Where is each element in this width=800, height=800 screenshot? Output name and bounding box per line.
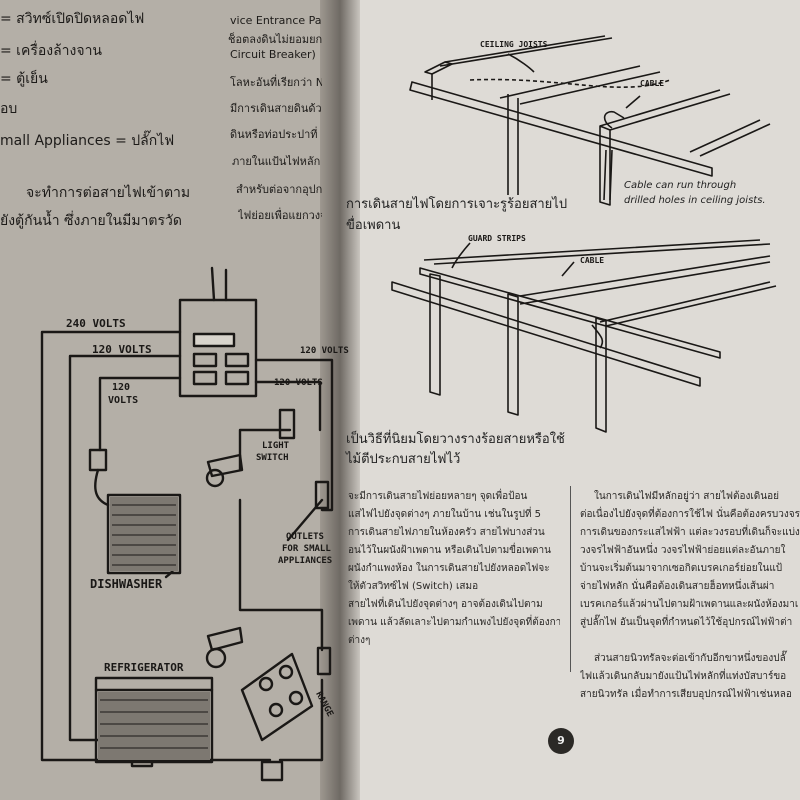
- caption-th: ไม้ตีประกบสายไฟไว้: [346, 452, 461, 467]
- text-line: สายนิวทรัล เมื่อทำการเสียบอุปกรณ์ไฟฟ้าเช…: [580, 689, 792, 700]
- text-line: การเดินของกระแสไฟฟ้า แต่ละวงรอบที่เดินก็…: [580, 527, 800, 538]
- paragraph-line: จะทำการต่อสายไฟเข้าตาม: [26, 185, 191, 201]
- label-120: 120: [112, 382, 131, 393]
- label-120-volts: 120 VOLTS: [300, 346, 349, 356]
- book-gutter: [320, 0, 360, 800]
- text-line: ให้ตัวสวิทซ์ไฟ (Switch) เสมอ: [348, 581, 479, 592]
- text-line: จ่ายไฟหลัก นั่นคือต้องเดินสายฮ็อทหนึ่งเส…: [580, 581, 775, 592]
- column-fragment: ช็อตลงดินไม่ยอมยกเมา: [228, 33, 322, 46]
- caption-th: ขื่อเพดาน: [346, 218, 401, 233]
- column-fragment: ภายในแป้นไฟหลัก: [232, 155, 321, 168]
- text-line: ส่วนสายนิวทรัลจะต่อเข้ากับอีกขาหนึ่งของป…: [594, 653, 786, 664]
- column-fragment: สำหรับต่อจากอุปกรณ์: [236, 183, 322, 196]
- label-120-volts: 120 VOLTS: [274, 378, 323, 388]
- page-number: 9: [548, 728, 574, 754]
- label-guard-strips: GUARD STRIPS: [468, 234, 526, 243]
- text-line: ต่อเนื่องไปยังจุดที่ต้องการใช้ไฟ นั่นคือ…: [580, 509, 800, 520]
- label-120-volts: 120 VOLTS: [92, 343, 152, 356]
- text-line: จะมีการเดินสายไฟย่อยหลายๆ จุดเพื่อป้อน: [348, 491, 528, 502]
- text-line: บ้านจะเริ่มต้นมาจากเซอกิตเบรคเกอร์ย่อยใน…: [580, 563, 783, 574]
- list-item: อบ: [0, 101, 18, 117]
- text-line: ไฟแล้วเดินกลับมายังแป้นไฟหลักที่แท่งบัสบ…: [580, 671, 787, 682]
- column-fragment: Circuit Breaker): [230, 48, 316, 61]
- text-line: เบรคเกอร์แล้วผ่านไปตามฝ้าเพดานและผนังห้อ…: [580, 599, 799, 610]
- label-ceiling-joists: CEILING JOISTS: [480, 40, 548, 49]
- label-volts: VOLTS: [108, 395, 139, 406]
- label-outlets: FOR SMALL: [282, 544, 331, 554]
- column-fragment: ไฟย่อยเพื่อแยกวงจร: [238, 209, 322, 222]
- list-item: = ตู้เย็น: [0, 71, 48, 87]
- label-cable: CABLE: [580, 256, 605, 265]
- text-line: อนไว้ในผนังฝ้าเพดาน หรือเดินไปตามขื่อเพด…: [348, 545, 551, 556]
- caption-th: เป็นวิธีที่นิยมโดยวางรางร้อยสายหรือใช้: [346, 432, 565, 447]
- label-outlets: APPLIANCES: [278, 556, 333, 566]
- text-line: ผนังกำแพงห้อง ในการเดินสายไปยังหลอดไฟจะ: [348, 563, 550, 574]
- paragraph-line: ยังตู้กันน้ำ ซึ่งภายในมีมาตรวัด: [0, 213, 182, 229]
- text-line: สายไฟที่เดินไปยังจุดต่างๆ อาจต้องเดินไปต…: [348, 599, 543, 610]
- caption-en: Cable can run through: [624, 180, 737, 191]
- text-line: วงจรไฟฟ้าอันหนึ่ง วงจรไฟฟ้าย่อยแต่ละอันภ…: [580, 545, 786, 556]
- column-fragment: โลหะอันที่เรียกว่า Neutral: [230, 76, 322, 89]
- list-item: mall Appliances = ปลั๊กไฟ: [0, 133, 175, 149]
- right-page: [345, 0, 800, 800]
- label-outlets: OUTLETS: [286, 532, 324, 542]
- text-line: การเดินสายไฟภายในห้องครัว สายไฟบางส่วน: [348, 527, 545, 538]
- column-fragment: ดินหรือท่อประปาที่: [230, 128, 318, 141]
- text-column-right: ในการเดินไฟมีหลักอยู่ว่า สายไฟต้องเดินอย…: [580, 488, 800, 704]
- caption-th: การเดินสายไฟโดยการเจาะรูร้อยสายไป: [346, 197, 568, 212]
- column-fragment: มีการเดินสายดินด้วย: [230, 102, 322, 115]
- caption-en: drilled holes in ceiling joists.: [624, 195, 766, 206]
- column-fragment: vice Entrance Pan: [230, 14, 322, 27]
- label-light-switch: LIGHT: [262, 441, 290, 451]
- label-dishwasher: DISHWASHER: [90, 577, 163, 591]
- text-line: แสไฟไปยังจุดต่างๆ ภายในบ้าน เช่นในรูปที่…: [348, 509, 542, 520]
- label-refrigerator: REFRIGERATOR: [104, 661, 184, 674]
- column-divider: [570, 486, 571, 672]
- text-line: [580, 632, 800, 650]
- label-cable: CABLE: [640, 79, 665, 88]
- list-item: = เครื่องล้างจาน: [0, 43, 103, 59]
- list-item: = สวิทซ์เปิดปิดหลอดไฟ: [0, 11, 145, 27]
- text-line: เพดาน แล้วลัดเลาะไปตามกำแพงไปยังจุดที่ต้…: [348, 617, 560, 628]
- text-line: ในการเดินไฟมีหลักอยู่ว่า สายไฟต้องเดินอย…: [594, 491, 779, 502]
- label-light-switch: SWITCH: [256, 453, 289, 463]
- text-line: สู่ปลั๊กไฟ อันเป็นจุดที่กำหนดไว้ใช้อุปกร…: [580, 617, 793, 628]
- text-column-left: จะมีการเดินสายไฟย่อยหลายๆ จุดเพื่อป้อน แ…: [348, 488, 560, 650]
- text-line: ต่างๆ: [348, 635, 371, 646]
- label-240-volts: 240 VOLTS: [66, 317, 126, 330]
